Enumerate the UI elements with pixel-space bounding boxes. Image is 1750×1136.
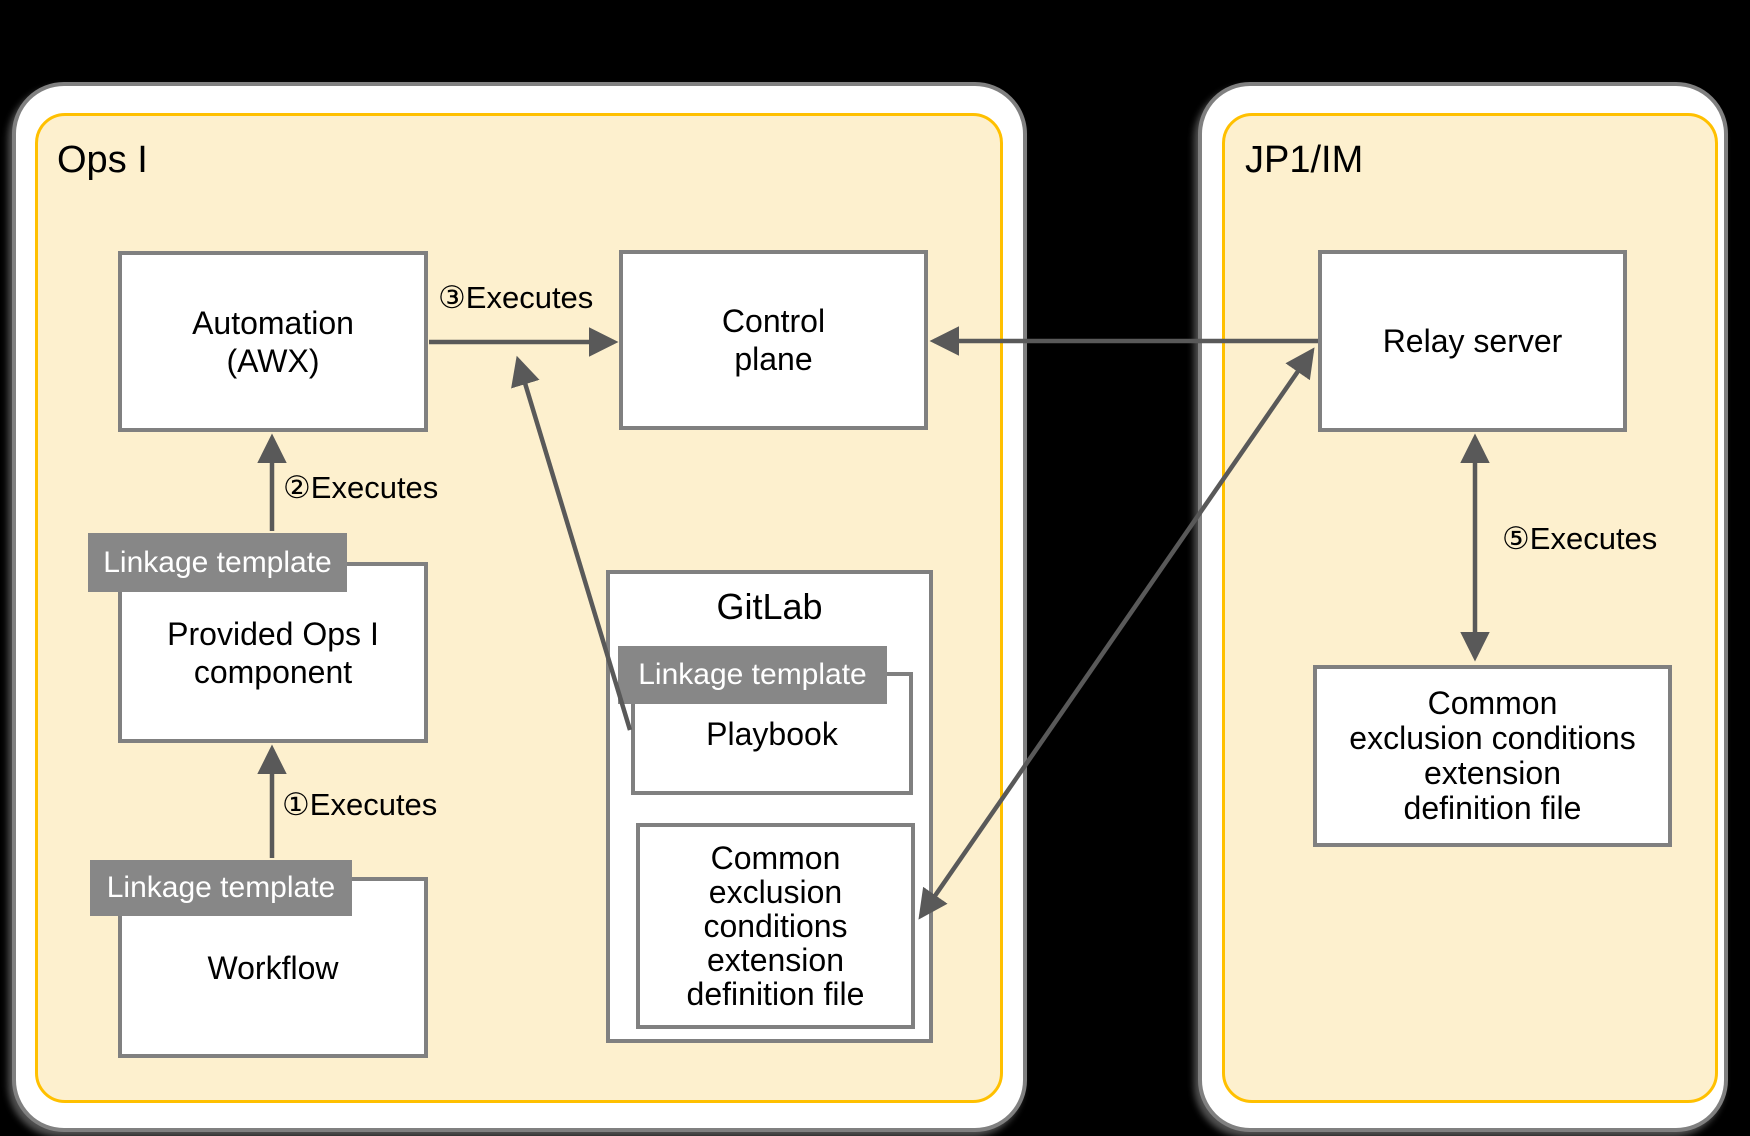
- automation-awx-label: Automation (AWX): [192, 304, 354, 379]
- linkage-template-tag-workflow: Linkage template: [90, 860, 352, 916]
- control-plane-label: Control plane: [721, 303, 826, 377]
- relay-server-label: Relay server: [1382, 323, 1563, 359]
- linkage-template-tag-playbook: Linkage template: [618, 646, 887, 704]
- jp1-common-exclusion-file-label: Common exclusion conditions extension de…: [1349, 685, 1636, 826]
- gitlab-common-exclusion-file-label: Common exclusion conditions extension de…: [686, 840, 865, 1012]
- provided-ops-i-component-box: Provided Ops I component: [118, 562, 428, 743]
- arrow-step5-label: ⑤Executes: [1502, 521, 1658, 556]
- control-plane-box: Control plane: [619, 250, 928, 430]
- provided-ops-i-component-label: Provided Ops I component: [167, 615, 379, 690]
- arrow-step1-label: ①Executes: [282, 787, 438, 822]
- jp1-common-exclusion-file-box: Common exclusion conditions extension de…: [1313, 665, 1672, 847]
- automation-awx-box: Automation (AWX): [118, 251, 428, 432]
- workflow-label: Workflow: [207, 949, 339, 986]
- arrow-step3-label: ③Executes: [438, 280, 594, 315]
- gitlab-common-exclusion-file-box: Common exclusion conditions extension de…: [636, 823, 915, 1029]
- ops-i-title: Ops I: [57, 139, 148, 181]
- gitlab-title: GitLab: [716, 586, 823, 627]
- jp1-im-title: JP1/IM: [1245, 139, 1364, 181]
- arrow-step2-label: ②Executes: [283, 470, 439, 505]
- linkage-template-tag-component: Linkage template: [88, 533, 347, 592]
- playbook-label: Playbook: [706, 715, 838, 752]
- relay-server-box: Relay server: [1318, 250, 1627, 432]
